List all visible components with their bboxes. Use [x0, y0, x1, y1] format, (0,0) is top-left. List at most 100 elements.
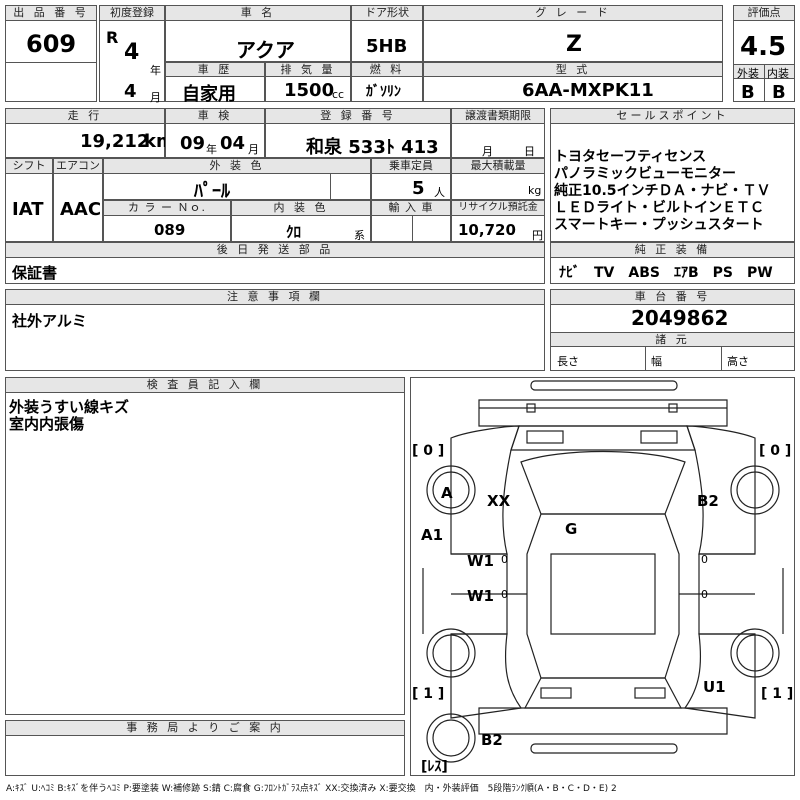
mileage-value: 19,212	[80, 131, 150, 152]
chassis-label: 車 台 番 号	[551, 290, 794, 305]
zero-mark-3: 0	[701, 553, 708, 566]
door-value: 5HB	[366, 36, 408, 57]
front-left-wheel	[426, 465, 476, 515]
lot-number-value: 609	[26, 30, 77, 58]
capacity-label: 乗車定員	[372, 159, 450, 174]
notes-label: 注 意 事 項 欄	[6, 290, 544, 305]
office-box: 事 務 局 よ り ご 案 内	[5, 720, 405, 776]
mark-xx: XX	[487, 492, 511, 510]
score-box: 評価点 4.5 外装 内装 B B	[733, 5, 795, 103]
later-parts-value: 保証書	[12, 264, 58, 282]
model-value: 6AA-MXPK11	[522, 80, 654, 101]
damage-legend: A:ｷｽﾞ U:ﾍｺﾐ B:ｷｽﾞを伴うﾍｺﾐ P:要塗装 W:補修跡 S:錆 …	[6, 784, 617, 794]
door-box: ドア形状 5HB	[351, 5, 423, 62]
shift-value: IAT	[12, 199, 44, 220]
rear-bumper-shape	[530, 743, 678, 754]
capacity-value: 5	[412, 178, 425, 199]
grade-box: グ レ ー ド Z	[423, 5, 723, 62]
sales-point-1: トヨタセーフティセンス	[554, 149, 707, 165]
recycle-value: 10,720	[458, 221, 516, 239]
mark-b2-top: B2	[697, 492, 719, 510]
front-right-wheel-inner	[736, 471, 774, 509]
specs-label: 諸 元	[551, 332, 794, 347]
mark-a: A	[441, 484, 453, 502]
interior-color-value: ｸﾛ	[286, 223, 302, 241]
front-marker-left	[526, 403, 536, 413]
inspector-box: 検 査 員 記 入 欄 外装うすい線キズ 室内内張傷	[5, 377, 405, 715]
shift-label: シフト	[6, 159, 52, 174]
left-front-fender	[450, 425, 520, 555]
model-label: 型 式	[424, 63, 722, 77]
grade-value: Z	[566, 32, 582, 57]
mark-u1: U1	[703, 678, 726, 696]
mark-a1: A1	[421, 526, 443, 544]
transfer-label: 譲渡書類期限	[452, 109, 544, 124]
mileage-box: 走 行 19,212 km	[5, 108, 175, 158]
max-load-label: 最大積載量	[452, 159, 544, 174]
shift-box: シフト IAT	[5, 158, 53, 242]
sales-point-5: スマートキー・プッシュスタート	[554, 217, 764, 233]
recycle-unit: 円	[532, 229, 543, 242]
plate-value: 和泉 533ﾄ 413	[306, 137, 439, 158]
car-name-label: 車 名	[166, 6, 350, 21]
import-label: 輸 入 車	[372, 201, 450, 216]
history-box: 車 歴 自家用	[165, 62, 265, 105]
equipment-label: 純 正 装 備	[551, 243, 794, 258]
mark-w1-b: W1	[467, 587, 494, 605]
ac-label: エアコン	[54, 159, 102, 174]
displacement-unit: cc	[332, 88, 345, 101]
model-box: 型 式 6AA-MXPK11	[423, 62, 723, 102]
equipment-box: 純 正 装 備 ﾅﾋﾞ TV ABS ｴｱB PS PW	[550, 242, 795, 284]
windshield-shape	[520, 450, 686, 515]
zero-mark-2: 0	[501, 588, 508, 601]
sales-point-3: 純正10.5インチＤＡ・ナビ・ＴＶ	[554, 183, 771, 199]
inspection-month: 04	[220, 133, 246, 154]
mileage-label: 走 行	[6, 109, 164, 124]
first-reg-year-unit: 年	[150, 64, 161, 77]
spare-wheel-inner	[432, 719, 470, 757]
hood-shape	[510, 425, 696, 451]
capacity-unit: 人	[434, 186, 445, 199]
ac-box: エアコン AAC	[53, 158, 103, 242]
first-reg-year: 4	[124, 40, 140, 65]
spec-length: 長さ	[557, 355, 579, 368]
first-reg-month-unit: 月	[150, 91, 161, 104]
color-no-value: 089	[154, 221, 186, 239]
ac-value: AAC	[60, 199, 102, 220]
mark-w1-a: W1	[467, 552, 494, 570]
right-front-fender	[686, 425, 756, 555]
tread-rear-right: [ 1 ]	[761, 686, 793, 702]
inspection-label: 車 検	[166, 109, 264, 124]
left-rear-fender	[450, 633, 523, 719]
score-ext-label: 外装	[737, 67, 759, 80]
lot-number-box: 出 品 番 号 609	[5, 5, 97, 102]
score-int-value: B	[772, 82, 786, 103]
displacement-box: 排 気 量 1500 cc	[265, 62, 351, 102]
front-marker-right	[668, 403, 678, 413]
car-name-value: アクア	[236, 38, 295, 62]
car-diagram-box: A XX B2 A1 G W1 W1 U1 B2 [ 0 ] [ 0 ] [ 1…	[410, 377, 795, 776]
roof-shape	[526, 513, 680, 679]
rear-window-shape	[524, 677, 682, 709]
displacement-label: 排 気 量	[266, 63, 350, 77]
score-label: 評価点	[734, 6, 794, 21]
history-value: 自家用	[182, 84, 236, 105]
rear-left-wheel-inner	[432, 634, 470, 672]
front-bumper-shape	[530, 380, 678, 391]
fuel-label: 燃 料	[352, 63, 422, 77]
later-parts-label: 後 日 発 送 部 品	[6, 243, 544, 258]
tread-spare: [ﾚｽ]	[421, 759, 448, 775]
sales-points-box: セールスポイント トヨタセーフティセンス パノラミックビューモニター 純正10.…	[550, 108, 795, 242]
inspector-line-2: 室内内張傷	[9, 415, 85, 433]
roof-inner-shape	[550, 553, 656, 635]
displacement-value: 1500	[284, 80, 335, 101]
tread-front-left: [ 0 ]	[412, 443, 444, 459]
exterior-color-value: ﾊﾟｰﾙ	[194, 181, 230, 202]
first-reg-era: R	[106, 28, 119, 47]
plate-label: 登 録 番 号	[266, 109, 450, 124]
rear-left-wheel	[426, 628, 476, 678]
headlight-right	[640, 430, 678, 444]
recycle-label: リサイクル預託金	[452, 201, 544, 216]
notes-value: 社外アルミ	[12, 312, 87, 330]
inspection-year-unit: 年	[206, 143, 217, 156]
